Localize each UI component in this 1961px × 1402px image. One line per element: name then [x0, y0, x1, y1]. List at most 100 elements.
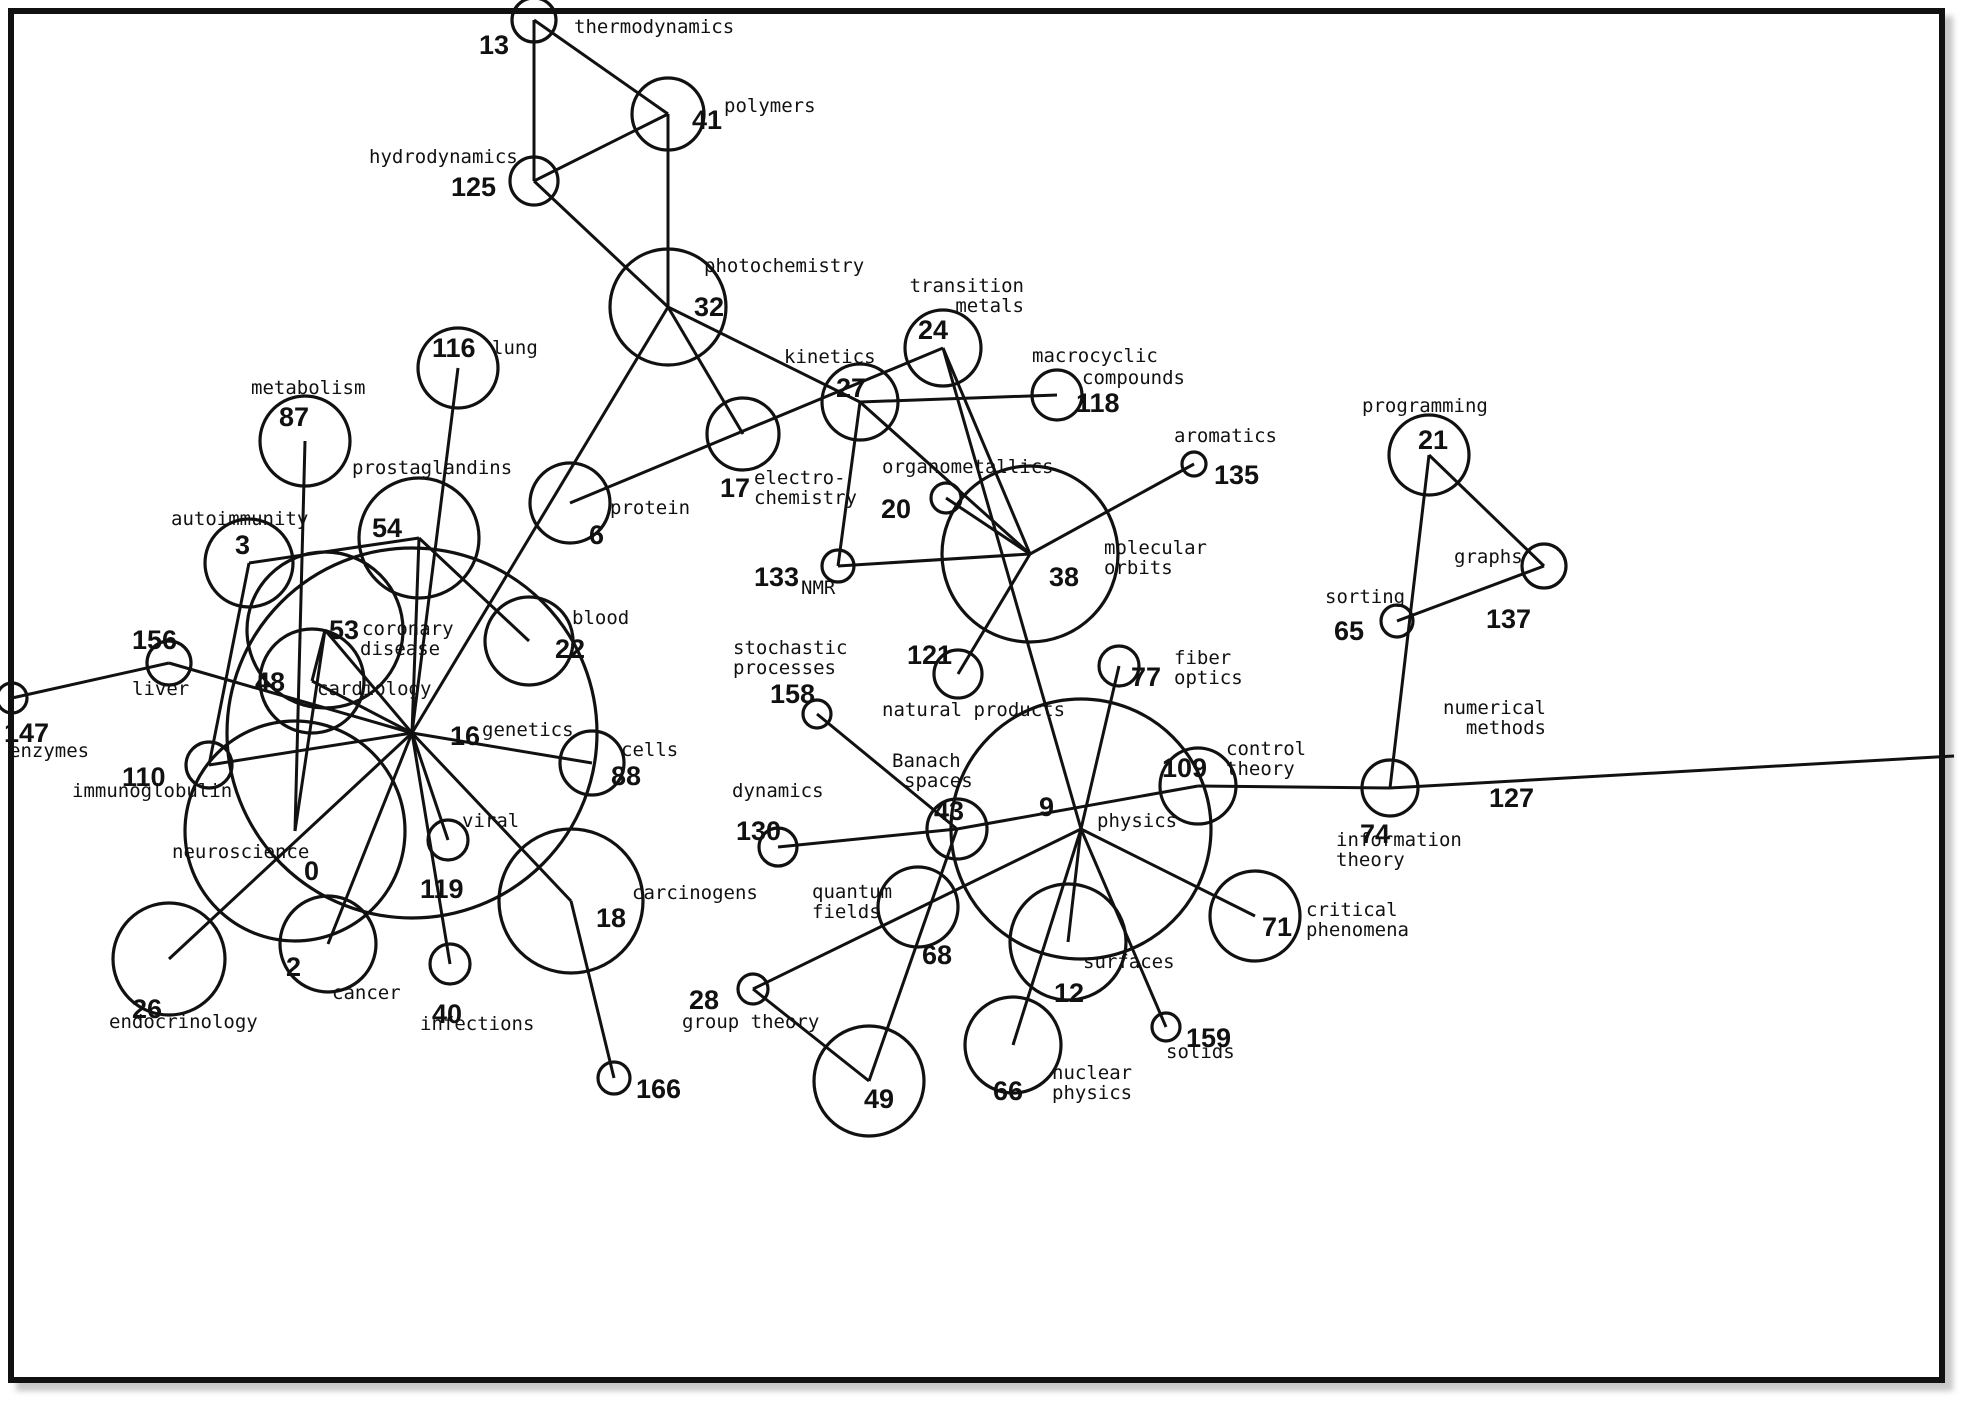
edge-125-32 [532, 179, 670, 309]
edge-20-38 [945, 496, 1031, 556]
node-number-3: 3 [235, 530, 250, 560]
node-74 [1360, 758, 1420, 818]
node-65 [1379, 603, 1415, 639]
edge-9-77 [1079, 665, 1121, 830]
node-label-27-0: kinetics [784, 346, 876, 368]
node-label-119-0: viral [462, 810, 519, 832]
node-label-12-0: surfaces [1083, 951, 1175, 973]
node-147 [0, 681, 29, 715]
edge-27-118 [859, 393, 1058, 404]
node-number-158: 158 [770, 679, 815, 709]
node-number-20: 20 [881, 494, 911, 524]
node-27 [820, 362, 900, 442]
node-16 [225, 546, 599, 920]
node-number-32: 32 [694, 292, 724, 322]
node-label-66-0: nuclear [1052, 1062, 1132, 1084]
node-label-0-0: neuroscience [172, 841, 309, 863]
node-label-109-1: theory [1226, 758, 1295, 780]
node-label-38-0: molecular [1104, 537, 1207, 559]
edge-147-156 [11, 661, 170, 700]
node-number-41: 41 [692, 105, 722, 135]
node-label-41-0: polymers [724, 95, 816, 117]
node-109 [1158, 746, 1238, 826]
node-number-22: 22 [555, 634, 585, 664]
node-label-147-0: enzymes [9, 740, 89, 762]
node-label-130-0: dynamics [732, 780, 824, 802]
node-number-66: 66 [993, 1076, 1023, 1106]
node-number-87: 87 [279, 402, 309, 432]
edge-43-109 [956, 784, 1199, 831]
node-label-137-0: graphs [1454, 546, 1523, 568]
node-label-87-0: metabolism [251, 377, 365, 399]
node-number-109: 109 [1162, 753, 1207, 783]
node-number-119: 119 [420, 874, 464, 904]
edge-109-74 [1197, 784, 1391, 790]
node-label-13-0: thermodynamics [574, 16, 734, 38]
node-label-133-0: NMR [801, 577, 836, 599]
node-121 [932, 648, 984, 700]
node-label-159-0: solids [1166, 1041, 1235, 1063]
node-label-22-0: blood [572, 607, 629, 629]
node-32 [608, 247, 728, 367]
node-41 [630, 76, 706, 152]
node-53 [245, 550, 405, 710]
node-54 [357, 476, 481, 600]
node-49 [812, 1024, 926, 1138]
node-number-28: 28 [689, 985, 719, 1015]
node-label-71-1: phenomena [1306, 919, 1409, 941]
node-number-130: 130 [736, 816, 781, 846]
node-number-16: 16 [450, 721, 480, 751]
node-66 [963, 995, 1063, 1095]
node-label-110-0: immunoglobulin [72, 780, 232, 802]
node-label-53-0: coronary [362, 618, 454, 640]
node-number-135: 135 [1214, 460, 1259, 490]
node-label-3-0: autoimmunity [171, 508, 308, 530]
node-number-48: 48 [255, 667, 285, 697]
node-label-40-0: infections [420, 1013, 534, 1035]
edge-54-22 [417, 536, 531, 643]
edge-65-137 [1396, 564, 1545, 623]
node-24 [903, 308, 983, 388]
node-label-17-1: chemistry [754, 487, 857, 509]
node-133 [820, 548, 856, 584]
node-number-121: 121 [907, 640, 952, 670]
node-label-20-0: organometallics [882, 456, 1054, 478]
node-number-40: 40 [432, 999, 462, 1029]
edge-24-9 [941, 347, 1083, 830]
node-label-38-1: orbits [1104, 557, 1173, 579]
node-number-17: 17 [720, 473, 750, 503]
node-number-0: 0 [304, 856, 319, 886]
node-number-53: 53 [329, 615, 359, 645]
node-number-159: 159 [1186, 1023, 1231, 1053]
edge-32-16 [410, 306, 670, 734]
edge-16-2 [326, 732, 414, 945]
edge-16-119 [410, 732, 450, 841]
node-label-158-0: stochastic [733, 637, 847, 659]
node-17 [705, 396, 781, 472]
node-110 [184, 740, 234, 790]
node-label-28-0: group theory [682, 1011, 819, 1033]
node-number-49: 49 [864, 1084, 894, 1114]
node-layer [0, 0, 1568, 1138]
node-125 [508, 155, 560, 207]
edge-16-18 [410, 731, 573, 903]
node-label-26-0: endocrinology [109, 1011, 258, 1033]
edge-9-71 [1080, 827, 1256, 918]
edge-16-88 [411, 731, 593, 765]
node-label-127-1: methods [1466, 717, 1546, 739]
node-number-12: 12 [1054, 978, 1084, 1008]
edge-18-166 [569, 900, 616, 1079]
edge-21-137 [1427, 453, 1546, 568]
edge-48-16 [311, 679, 413, 735]
node-label-158-1: processes [733, 657, 836, 679]
node-label-68-1: fields [812, 901, 881, 923]
edge-16-110 [208, 731, 413, 767]
node-label-18-0: carcinogens [632, 882, 758, 904]
node-number-26: 26 [132, 994, 162, 1024]
node-number-74: 74 [1360, 819, 1390, 849]
node-label-121-0: natural products [882, 699, 1065, 721]
node-9 [949, 697, 1213, 961]
edge-9-66 [1011, 828, 1083, 1046]
node-label-24-1: metals [955, 295, 1024, 317]
